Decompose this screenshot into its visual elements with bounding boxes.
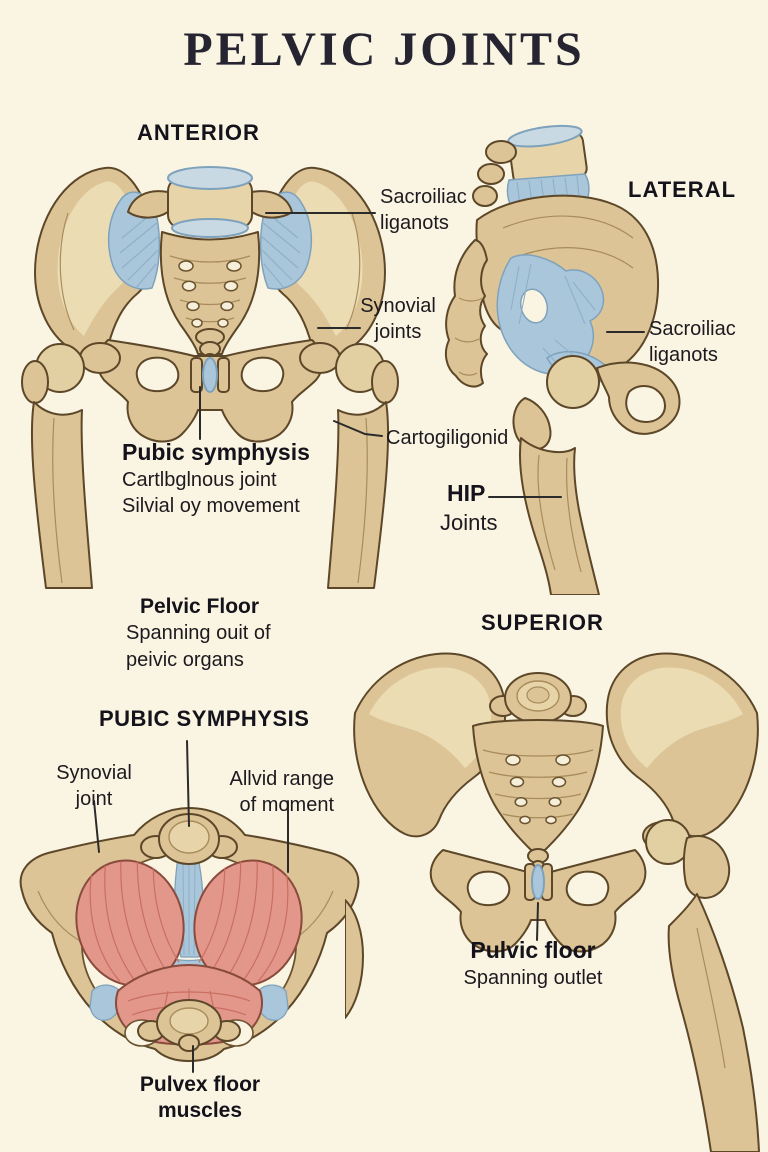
label-title: Pubic symphysis — [122, 439, 310, 465]
label-line: peivic organs — [126, 648, 244, 671]
femur-shaft-lateral — [518, 437, 600, 595]
label-title: Pulvic floor — [470, 937, 596, 963]
anterior-pelvis-illustration — [21, 166, 399, 589]
femur-right-sup — [642, 819, 760, 1152]
sacrum-lateral — [444, 239, 488, 388]
pubic-symphysis-heading: PUBIC SYMPHYSIS — [99, 706, 310, 731]
pelvic-ring-sup — [429, 849, 647, 953]
label-line: Cartlbglnous joint — [122, 468, 277, 491]
bowl-range-label: Allvid range of moment — [228, 766, 334, 819]
ischium-loop — [596, 361, 681, 435]
label-line: joint — [75, 788, 113, 811]
anterior-symphysis-label: Pubic symphysis Cartlbglnous joint Silvi… — [122, 438, 310, 520]
pubic-symphysis-illustration — [19, 807, 360, 1062]
label-line: Synovial — [56, 762, 132, 784]
label-line: joints — [374, 321, 422, 344]
superior-floor-label: Pulvic floor Spanning outlet — [453, 936, 613, 991]
superior-pelvis-illustration — [345, 652, 760, 1152]
label-line: Spanning ouit of — [126, 622, 271, 645]
pubic-symphysis-cartilage-sup — [531, 864, 545, 900]
vertebra-knob-sup — [489, 672, 587, 724]
coccyx-knob — [137, 999, 241, 1052]
label-line: Pulvex floor — [139, 1073, 261, 1096]
label-line: liganots — [380, 212, 449, 235]
lateral-heading: LATERAL — [628, 177, 737, 202]
pubic-symphysis-knob — [140, 813, 238, 865]
anterior-sacroiliac-label: Sacroiliac liganots — [380, 184, 467, 237]
label-line: Spanning outlet — [463, 966, 603, 989]
label-line: Synovial — [360, 295, 436, 317]
superior-heading: SUPERIOR — [481, 610, 604, 635]
femoral-head — [546, 355, 600, 409]
label-title: Pelvic Floor — [140, 595, 260, 618]
poster-title: PELVIC JOINTS — [183, 23, 585, 76]
bowl-synovial-label: Synovial joint — [28, 760, 160, 813]
sacrum-sup — [472, 719, 604, 872]
label-line: of moment — [239, 794, 334, 817]
partial-femur-left-edge — [345, 899, 364, 1019]
anterior-heading: ANTERIOR — [137, 120, 260, 145]
cartogiligonid-label: Cartogiligonid — [386, 427, 509, 449]
label-title: HIP — [447, 480, 486, 506]
label-line: liganots — [649, 344, 718, 367]
label-line: muscles — [157, 1099, 243, 1123]
pubic-symphysis-cartilage — [202, 357, 218, 393]
label-line: Allvid range — [229, 768, 334, 790]
lumbar-vertebra-lateral — [507, 124, 588, 187]
hip-joints-label: HIP Joints — [440, 479, 497, 537]
lateral-pelvis-illustration — [444, 124, 681, 595]
label-line: Silvial oy movement — [122, 495, 300, 518]
label-line: Sacroiliac — [649, 318, 736, 340]
lumbar-vertebra — [127, 166, 293, 238]
femur-left — [21, 342, 121, 589]
bowl-muscles-label: Pulvex floor muscles — [120, 1072, 280, 1125]
label-line: Sacroiliac — [380, 186, 467, 208]
label-line: Joints — [440, 509, 498, 535]
pelvic-floor-note: Pelvic Floor Spanning ouit of peivic org… — [126, 594, 271, 673]
lateral-sacroiliac-label: Sacroiliac liganots — [649, 316, 736, 369]
anterior-synovial-label: Synovial joints — [352, 293, 444, 346]
femur-right — [299, 342, 399, 589]
